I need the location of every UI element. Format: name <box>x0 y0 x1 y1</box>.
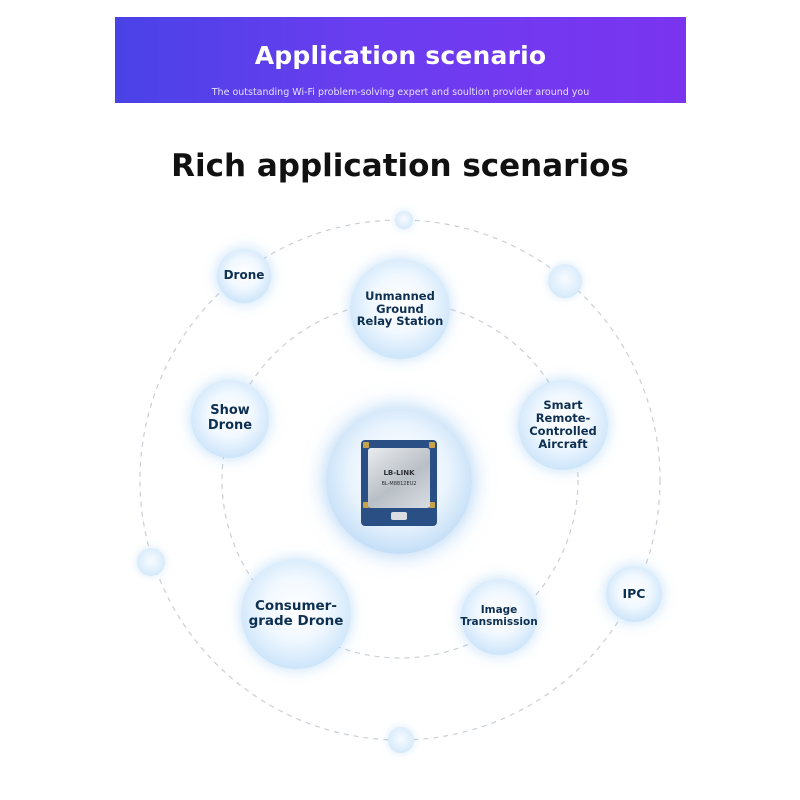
module-brand: LB-LINK <box>383 469 415 477</box>
node-relay-line3: Relay Station <box>356 314 444 329</box>
inner-orbit <box>221 301 579 659</box>
node-drone: Drone <box>217 249 271 303</box>
node-consumer-line1: Consumer- <box>255 597 337 614</box>
module-shield: LB-LINK BL-M8812EU2 <box>368 448 430 508</box>
banner-subtitle: The outstanding Wi-Fi problem-solving ex… <box>211 87 590 98</box>
node-image-transmission: Image Transmission <box>460 579 538 655</box>
page-title: Rich application scenarios <box>171 148 629 184</box>
orbit-dot <box>137 548 165 576</box>
orbit-dot <box>548 264 582 298</box>
banner-title: Application scenario <box>254 41 547 70</box>
node-smart-line1: Smart <box>543 398 583 413</box>
module-model: BL-M8812EU2 <box>381 481 417 487</box>
board-pad <box>363 502 369 508</box>
board-pad <box>429 442 435 448</box>
node-smart-line3: Controlled <box>529 424 597 438</box>
node-smart-line4: Aircraft <box>538 436 588 451</box>
node-relay-line2: Ground <box>376 301 424 316</box>
node-show-drone: Show Drone <box>191 380 269 458</box>
node-show-line2: Drone <box>207 418 253 433</box>
orbit-dot <box>388 727 414 753</box>
node-smart-remote-controlled-aircraft: Smart Remote- Controlled Aircraft <box>518 380 608 470</box>
node-show-line1: Show <box>210 403 250 419</box>
node-consumer-line2: grade Drone <box>248 613 344 629</box>
board-pad <box>429 502 435 508</box>
node-ipc: IPC <box>606 566 662 622</box>
center-module-bubble: LB-LINK BL-M8812EU2 <box>326 408 472 554</box>
node-unmanned-ground-relay-station: Unmanned Ground Relay Station <box>350 259 450 359</box>
header-banner: Application scenario The outstanding Wi-… <box>115 17 686 103</box>
node-consumer-grade-drone: Consumer- grade Drone <box>241 559 351 669</box>
orbit-dot <box>395 211 413 229</box>
module-connector <box>391 512 407 520</box>
node-drone-label: Drone <box>223 268 265 283</box>
node-image-line1: Image <box>480 604 518 617</box>
board-pad <box>363 442 369 448</box>
node-image-line2: Transmission <box>460 616 538 628</box>
node-ipc-label: IPC <box>622 586 646 601</box>
node-relay-line1: Unmanned <box>365 288 435 303</box>
wifi-module-board: LB-LINK BL-M8812EU2 <box>361 440 437 526</box>
node-smart-line2: Remote- <box>535 411 591 426</box>
